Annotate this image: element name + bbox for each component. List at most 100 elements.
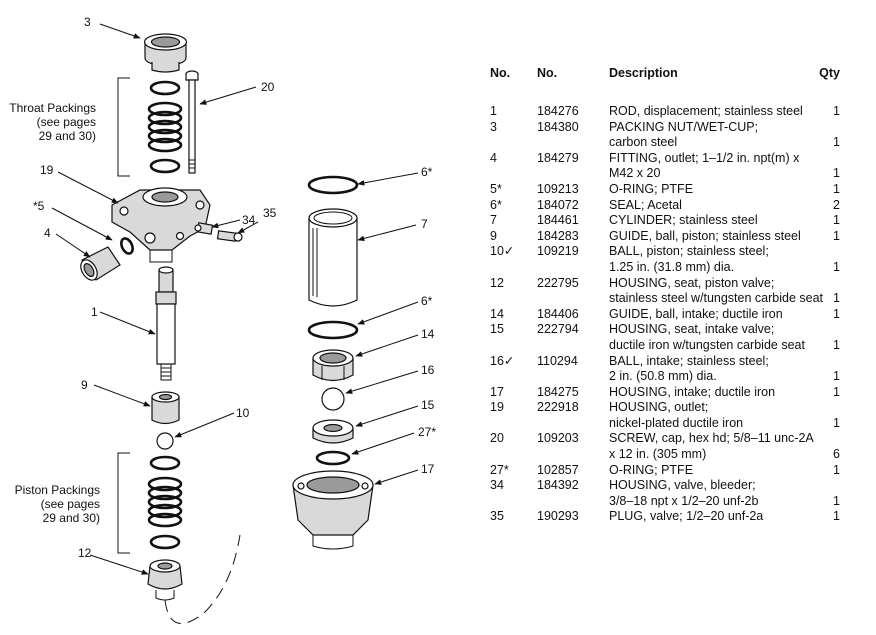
part-no-cell: 109203 [537,431,579,446]
piston-packings-bracket [117,452,130,554]
description-cell: nickel-plated ductile iron [609,415,744,430]
description-cell: HOUSING, outlet; [609,400,709,415]
table-row: 2 in. (50.8 mm) dia.1 [490,369,850,385]
qty-cell: 1 [833,135,840,150]
ref-no-cell: 14 [490,306,504,321]
throat-packings-bracket [117,77,130,177]
part-no-cell: 109219 [537,244,579,259]
o-ring-part-27 [315,450,351,466]
seal-part-6-top [307,175,359,195]
ref-no-cell: 16✓ [490,353,515,368]
table-row: 3/8–18 npt x 1/2–20 unf-2b 1 [490,494,850,510]
seal-part-6-bottom [307,320,359,340]
description-cell: O-RING; PTFE [609,462,694,477]
table-row: x 12 in. (305 mm)6 [490,447,850,463]
description-cell: O-RING; PTFE [609,181,694,196]
intake-guide-part-14 [312,349,354,382]
callout-5: *5 [33,199,45,213]
svg-text:29 and 30): 29 and 30) [39,129,96,143]
ref-no-cell: 20 [490,431,504,446]
callout-1: 1 [91,305,98,319]
description-cell: BALL, intake; stainless steel; [609,353,769,368]
qty-cell: 2 [833,197,840,212]
qty-cell: 1 [833,493,840,508]
ref-no-cell: 27* [490,462,509,477]
qty-cell: 1 [833,509,840,524]
callout-16: 16 [421,363,435,377]
cylinder-part-7 [308,208,358,307]
qty-cell: 1 [833,181,840,196]
description-cell: 2 in. (50.8 mm) dia. [609,369,717,384]
part-no-cell: 184072 [537,197,579,212]
callout-35: 35 [263,206,277,220]
throat-packings-label: Throat Packings (see pages 29 and 30) [9,101,96,143]
description-cell: CYLINDER; stainless steel [609,213,758,228]
ref-no-cell: 34 [490,478,504,493]
callout-19: 19 [40,163,54,177]
callout-6-top: 6* [421,165,433,179]
ref-no-cell: 6* [490,197,502,212]
callout-14: 14 [421,327,435,341]
description-cell: HOUSING, intake; ductile iron [609,384,776,399]
callout-17: 17 [421,462,435,476]
description-cell: ductile iron w/tungsten carbide seat [609,337,805,352]
header-part-no: No. [537,66,558,80]
parts-table-header: No. No. Description Qty [490,66,850,104]
callout-6-bottom: 6* [421,294,433,308]
outlet-fitting-part-4 [80,246,121,281]
callout-20: 20 [261,80,275,94]
table-row: 6* 184072 SEAL; Acetal 2 [490,198,850,214]
exploded-parts-diagram: 3 20 19 *5 4 34 35 1 9 10 12 6* 7 6* 14 … [9,15,436,624]
part-no-cell: 102857 [537,462,579,477]
callout-3: 3 [84,15,91,29]
table-row: 20 109203 SCREW, cap, hex hd; 5/8–11 unc-2… [490,431,850,447]
piston-seat-housing-part-12 [147,559,183,601]
callout-9: 9 [81,378,88,392]
callout-34: 34 [242,213,256,227]
intake-housing-part-17 [292,470,374,550]
part-no-cell: 190293 [537,509,579,524]
description-cell: HOUSING, seat, intake valve; [609,322,775,337]
ref-no-cell: 9 [490,228,497,243]
part-no-cell: 184279 [537,150,579,165]
qty-cell: 1 [833,166,840,181]
description-cell: 3/8–18 npt x 1/2–20 unf-2b [609,493,759,508]
svg-text:(see pages: (see pages [37,115,96,129]
qty-cell: 1 [833,213,840,228]
ref-no-cell: 10✓ [490,244,515,259]
callout-27: 27* [418,425,436,439]
ref-no-cell: 1 [490,104,497,118]
qty-cell: 1 [833,306,840,321]
o-ring-part-5 [120,237,134,255]
table-row: 1.25 in. (31.8 mm) dia.1 [490,260,850,276]
ref-no-cell: 7 [490,213,497,228]
ref-no-cell: 12 [490,275,504,290]
header-qty: Qty [819,66,840,80]
header-ref-no: No. [490,66,511,80]
part-no-cell: 184406 [537,306,579,321]
description-cell: FITTING, outlet; 1–1/2 in. npt(m) x [609,150,800,165]
piston-ball-part-10 [156,432,174,450]
description-cell: PACKING NUT/WET-CUP; [609,119,759,134]
description-cell: SCREW, cap, hex hd; 5/8–11 unc-2A [609,431,814,446]
description-cell: SEAL; Acetal [609,197,682,212]
cap-screw-part-20 [185,70,199,174]
intake-ball-part-16 [321,387,345,411]
header-description: Description [609,66,678,80]
